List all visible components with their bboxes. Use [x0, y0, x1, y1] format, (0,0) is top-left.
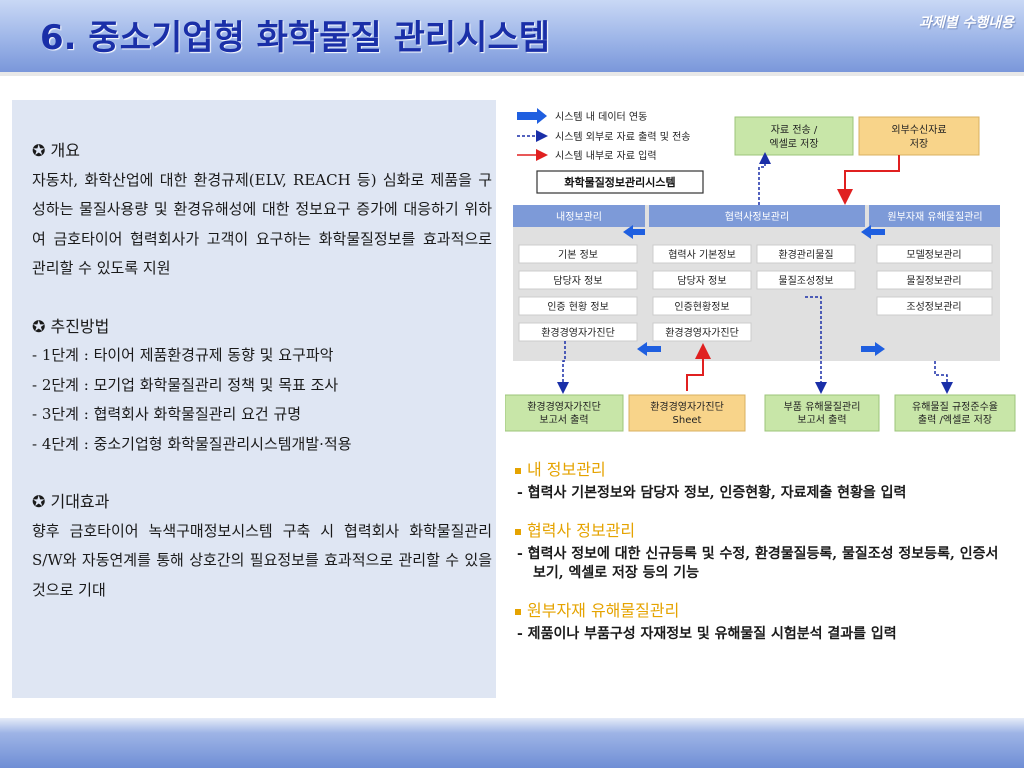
feature-heading: 원부자재 유해물질관리 [515, 597, 1010, 621]
feature-description: - 협력사 정보에 대한 신규등록 및 수정, 환경물질등록, 물질조성 정보등… [517, 546, 999, 581]
system-diagram: 시스템 내 데이터 연동 시스템 외부로 자료 출력 및 전송 시스템 내부로 … [504, 105, 1020, 440]
item-label: 인증현황정보 [674, 301, 729, 313]
item-label: 물질조성정보 [778, 275, 833, 287]
item-box [756, 244, 856, 264]
bullet-icon [515, 608, 521, 615]
item-box [876, 270, 993, 290]
sheet-box-label: 환경경영자가진단 [650, 400, 724, 413]
input-connector [686, 343, 711, 391]
output-connector [805, 296, 827, 394]
export-box-label: 자료 전송 / [771, 124, 818, 136]
method-heading: ✪ 추진방법 [32, 316, 110, 336]
import-box [858, 116, 980, 156]
item-label: 물질정보관리 [906, 275, 961, 287]
system-label: 화학물질정보관리시스템 [564, 175, 675, 189]
legend-blue-arrow-icon [517, 108, 547, 124]
header-bar [0, 0, 1024, 72]
item-box [518, 270, 638, 290]
report-box-label: 환경경영자가진단 [527, 400, 601, 413]
item-box [652, 244, 752, 264]
item-box [876, 296, 993, 316]
report-box-label: 보고서 출력 [797, 414, 846, 426]
item-label: 환경경영자가진단 [541, 326, 615, 339]
report-box-label: 유해물질 규정준수율 [912, 400, 998, 413]
output-connector [557, 341, 569, 394]
legend-label: 시스템 내부로 자료 입력 [555, 149, 657, 162]
item-box [652, 296, 752, 316]
item-box [756, 270, 856, 290]
column-header [513, 205, 645, 227]
export-box [734, 116, 854, 156]
import-box-label: 외부수신자료 [891, 124, 946, 136]
export-connector [758, 152, 771, 205]
overview-content: ✪ 개요 자동차, 화학산업에 대한 환경규제(ELV, REACH 등) 심화… [32, 136, 492, 605]
legend-label: 시스템 외부로 자료 출력 및 전송 [555, 131, 691, 143]
method-step: - 1단계 : 타이어 제품환경규제 동향 및 요구파악 [32, 346, 334, 364]
item-box [652, 270, 752, 290]
link-arrow-icon [623, 225, 645, 239]
bullet-icon [515, 528, 521, 535]
report-box-label: 보고서 출력 [539, 414, 588, 426]
overview-text: 자동차, 화학산업에 대한 환경규제(ELV, REACH 등) 심화로 제품을… [32, 170, 492, 278]
item-label: 담당자 정보 [553, 275, 602, 287]
column-header [869, 205, 1000, 227]
system-label-box [536, 170, 704, 194]
column-header-label: 원부자재 유해물질관리 [887, 210, 982, 223]
system-diagram-svg: 시스템 내 데이터 연동 시스템 외부로 자료 출력 및 전송 시스템 내부로 … [504, 108, 1016, 432]
overview-panel: ✪ 개요 자동차, 화학산업에 대한 환경규제(ELV, REACH 등) 심화… [12, 100, 496, 698]
item-label: 담당자 정보 [677, 275, 726, 287]
report-box [504, 394, 624, 432]
method-step: - 4단계 : 중소기업형 화학물질관리시스템개발·적용 [32, 434, 352, 453]
item-label: 모델정보관리 [906, 249, 961, 261]
export-box-label: 엑셀로 저장 [769, 138, 818, 150]
feature-description: - 협력사 기본정보와 담당자 정보, 인증현황, 자료제출 현황을 입력 [517, 485, 907, 501]
item-label: 환경경영자가진단 [665, 326, 739, 339]
section-label: 과제별 수행내용 [918, 15, 1014, 31]
column-header [649, 205, 865, 227]
link-arrow-icon [861, 342, 885, 356]
link-arrow-icon [861, 225, 885, 239]
item-box [518, 322, 638, 342]
effect-heading: ✪ 기대효과 [32, 492, 110, 511]
import-box-label: 저장 [910, 138, 928, 150]
item-label: 인증 현황 정보 [547, 301, 609, 313]
sheet-box [628, 394, 746, 432]
feature-description: - 제품이나 부품구성 자재정보 및 유해물질 시험분석 결과를 입력 [517, 626, 897, 642]
item-box [518, 296, 638, 316]
feature-heading: 내 정보관리 [515, 456, 1010, 480]
overview-heading: ✪ 개요 [32, 141, 80, 160]
item-box [518, 244, 638, 264]
header-divider [0, 72, 1024, 76]
column-header-label: 협력사정보관리 [725, 210, 789, 223]
legend-label: 시스템 내 데이터 연동 [555, 111, 647, 123]
report-box-label: 출력 /엑셀로 저장 [918, 414, 992, 426]
column-header-label: 내정보관리 [556, 211, 602, 223]
link-arrow-icon [637, 342, 661, 356]
footer-bar [0, 718, 1024, 768]
item-label: 협력사 기본정보 [668, 248, 736, 261]
method-step: - 2단계 : 모기업 화학물질관리 정책 및 목표 조사 [32, 375, 339, 394]
item-label: 조성정보관리 [906, 301, 961, 313]
sheet-box-label: Sheet [673, 415, 702, 426]
import-connector [837, 155, 900, 205]
output-connector [934, 361, 953, 394]
feature-list: 내 정보관리 - 협력사 기본정보와 담당자 정보, 인증현황, 자료제출 현황… [515, 456, 1010, 658]
method-step: - 3단계 : 협력회사 화학물질관리 요건 규명 [32, 405, 302, 423]
item-label: 기본 정보 [558, 249, 598, 261]
item-box [876, 244, 993, 264]
report-box [894, 394, 1016, 432]
page-title: 6. 중소기업형 화학물질 관리시스템 [40, 18, 551, 58]
report-box [764, 394, 880, 432]
item-label: 환경관리물질 [778, 248, 833, 261]
bullet-icon [515, 467, 521, 474]
feature-heading: 협력사 정보관리 [515, 517, 1010, 541]
effect-text: 향후 금호타이어 녹색구매정보시스템 구축 시 협력회사 화학물질관리 S/W와… [32, 521, 492, 599]
report-box-label: 부품 유해물질관리 [784, 400, 861, 413]
diagram-legend: 시스템 내 데이터 연동 시스템 외부로 자료 출력 및 전송 시스템 내부로 … [517, 108, 691, 162]
item-box [652, 322, 752, 342]
